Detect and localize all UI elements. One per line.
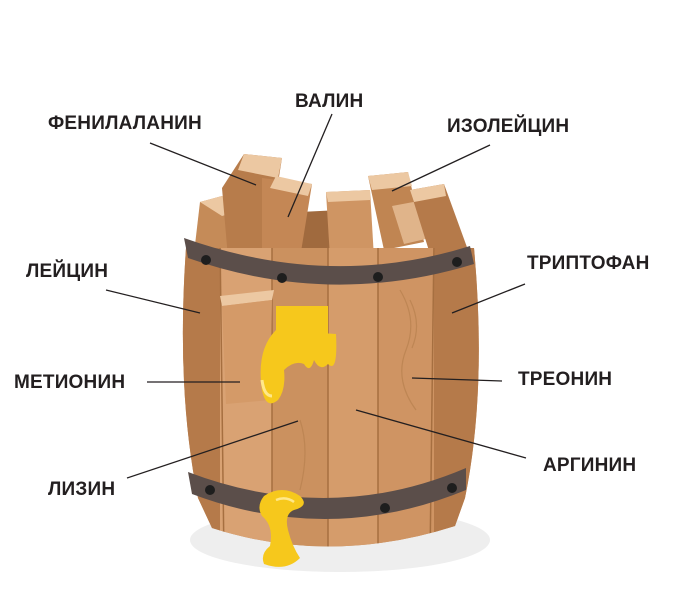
leader-isoleucine	[391, 144, 491, 192]
leader-phenylalanine	[149, 142, 257, 186]
leader-tryptophan	[451, 283, 526, 314]
leader-threonine	[411, 377, 503, 382]
barrel-top-staves	[193, 154, 468, 262]
leader-lysine	[126, 420, 299, 479]
label-valine: ВАЛИН	[295, 91, 364, 112]
leader-valine	[287, 113, 333, 218]
label-leucine: ЛЕЙЦИН	[26, 261, 109, 282]
leader-arginine	[355, 409, 527, 459]
leader-lines	[105, 113, 527, 479]
label-phenylalanine: ФЕНИЛАЛАНИН	[48, 113, 202, 134]
label-tryptophan: ТРИПТОФАН	[527, 253, 650, 274]
honey-drip	[259, 490, 304, 567]
label-threonine: ТРЕОНИН	[518, 369, 613, 390]
top-hoop	[184, 238, 474, 285]
leader-leucine	[105, 289, 201, 314]
label-methionine: МЕТИОНИН	[14, 372, 126, 393]
label-isoleucine: ИЗОЛЕЙЦИН	[447, 116, 570, 137]
label-lysine: ЛИЗИН	[48, 479, 116, 500]
label-arginine: АРГИНИН	[543, 455, 637, 476]
